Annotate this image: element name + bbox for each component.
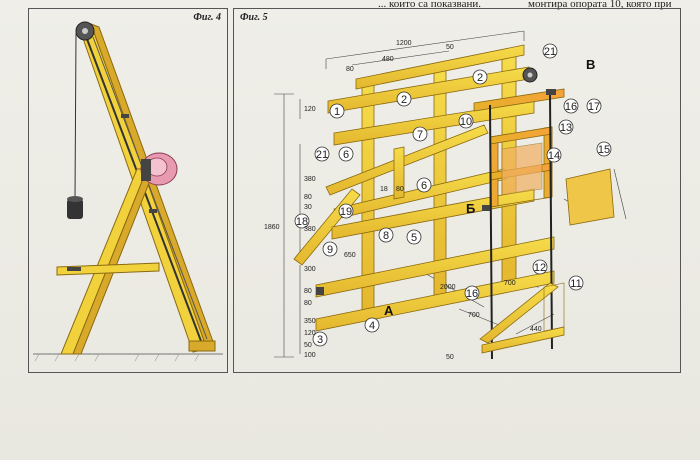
dim-1200: 1200 xyxy=(396,40,412,47)
dim-50: 50 xyxy=(304,342,312,349)
clamp-b-icon xyxy=(482,205,490,211)
part-6b: 6 xyxy=(421,180,427,192)
top-carriage-bar xyxy=(473,88,565,112)
part-2a: 2 xyxy=(401,94,407,106)
part-13: 13 xyxy=(560,122,572,134)
main-mast-side xyxy=(90,23,216,350)
figure-5-frame: Фиг. 5 xyxy=(233,8,681,373)
part-16a: 16 xyxy=(466,288,478,300)
dim-18: 18 xyxy=(380,186,388,193)
ground-hatching xyxy=(34,353,200,362)
part-19: 19 xyxy=(340,206,352,218)
dim-380b: 380 xyxy=(304,226,316,233)
part-16b: 16 xyxy=(565,101,577,113)
beam-8 xyxy=(331,188,535,240)
part-15: 15 xyxy=(598,144,610,156)
base-rail-front xyxy=(481,326,565,354)
base-foot xyxy=(188,340,216,352)
part-5: 5 xyxy=(411,232,417,244)
letter-b: Б xyxy=(466,201,475,216)
dim-80: 80 xyxy=(346,66,354,73)
part-7: 7 xyxy=(417,129,423,141)
dim-700a: 700 xyxy=(504,280,516,287)
circular-saw-icon xyxy=(140,152,178,186)
part-callouts xyxy=(294,43,612,347)
clamp-icon xyxy=(316,287,324,295)
figure-4-frame: Фиг. 4 xyxy=(28,8,228,373)
guide-rod-left xyxy=(489,104,493,360)
dim-80b: 80 xyxy=(304,288,312,295)
dim-50a: 50 xyxy=(446,44,454,51)
part-11: 11 xyxy=(570,278,581,290)
figure-5-drawing: 1 2 2 3 4 5 6 6 7 8 9 10 11 12 13 14 15 … xyxy=(264,30,627,361)
part-4: 4 xyxy=(369,320,375,332)
dim-50b: 50 xyxy=(446,354,454,361)
dim-2000: 2000 xyxy=(440,284,456,291)
dim-1860: 1860 xyxy=(264,224,280,231)
diagonal-beam xyxy=(325,124,489,196)
figure-4-label: Фиг. 4 xyxy=(193,12,221,23)
dim-700b: 700 xyxy=(468,312,480,319)
dim-300: 300 xyxy=(304,266,316,273)
part-10: 10 xyxy=(460,116,472,128)
part-17: 17 xyxy=(588,101,600,113)
dim-30: 30 xyxy=(304,204,312,211)
figure-5-label: Фиг. 5 xyxy=(240,12,268,23)
panel-15 xyxy=(565,168,615,226)
part-3: 3 xyxy=(317,334,323,346)
guide-rail-2 xyxy=(92,36,208,340)
dim-440: 440 xyxy=(530,326,542,333)
header-text-left: ... които са показвани. xyxy=(378,0,481,10)
dim-120: 120 xyxy=(304,106,316,113)
part-6a: 6 xyxy=(343,149,349,161)
rope xyxy=(74,32,77,200)
crossbar-clamp xyxy=(67,267,81,271)
mast-clamp-1 xyxy=(121,114,129,118)
mast-clamp-2 xyxy=(149,209,157,213)
short-post-7 xyxy=(393,146,405,200)
pulley-hub xyxy=(82,28,88,34)
part-21b: 21 xyxy=(544,46,556,58)
dim-350: 350 xyxy=(304,318,316,325)
carriage-plate-14 xyxy=(501,142,543,196)
letter-v: В xyxy=(586,57,595,72)
top-beam-2 xyxy=(355,44,525,90)
part-18: 18 xyxy=(296,216,308,228)
dim-650: 650 xyxy=(344,252,356,259)
part-2b: 2 xyxy=(477,72,483,84)
dim-80c: 80 xyxy=(304,300,312,307)
crossbar xyxy=(56,262,160,276)
counterweight-icon xyxy=(67,199,83,219)
dim-120b: 120 xyxy=(304,330,316,337)
dim-80a: 80 xyxy=(304,194,312,201)
letter-a: A xyxy=(384,303,394,318)
part-numbers: 1 2 2 3 4 5 6 6 7 8 9 10 11 12 13 14 15 … xyxy=(296,46,610,346)
part-14: 14 xyxy=(548,150,560,162)
dim-80d: 80 xyxy=(396,186,404,193)
dim-480: 480 xyxy=(382,56,394,63)
dimension-labels: 1200 480 50 80 1860 120 380 380 80 30 30… xyxy=(264,40,542,361)
part-21a: 21 xyxy=(316,149,328,161)
part-1: 1 xyxy=(334,106,340,118)
clamp-v-icon xyxy=(546,89,556,95)
part-9: 9 xyxy=(327,244,333,256)
carriage-top xyxy=(489,126,553,145)
dim-100: 100 xyxy=(304,352,316,359)
header-text-right: монтира опората 10, която при xyxy=(528,0,672,10)
part-8: 8 xyxy=(383,230,389,242)
dim-380a: 380 xyxy=(304,176,316,183)
front-leg-side xyxy=(72,168,154,355)
beam-1 xyxy=(333,100,535,146)
guide-rod-right xyxy=(549,94,553,350)
figure-4-drawing xyxy=(33,21,223,362)
part-12: 12 xyxy=(534,262,546,274)
base-rail-12 xyxy=(479,282,559,344)
